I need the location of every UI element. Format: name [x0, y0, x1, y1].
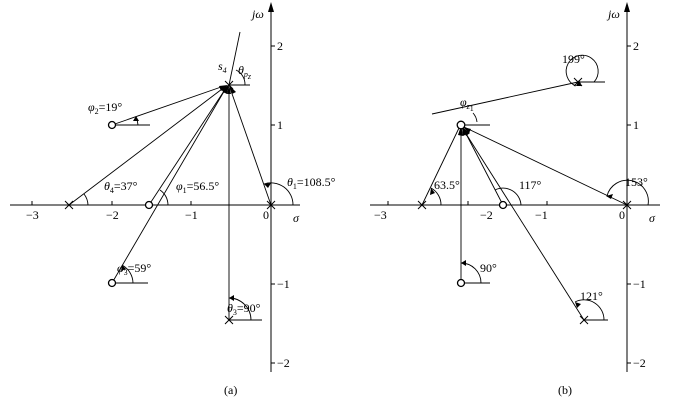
arrowhead [264, 183, 271, 188]
y-tick-label: 2 [633, 39, 639, 53]
x-tick-label: 0 [263, 208, 269, 222]
angle-arc-theta-pz [235, 69, 246, 86]
x-tick-label: −2 [480, 208, 493, 222]
pole-marker [622, 200, 632, 210]
arrowhead [133, 116, 139, 121]
arrowhead [229, 295, 234, 301]
angle-arc-phi3 [121, 264, 134, 284]
vector-zero-to-zero [462, 127, 504, 206]
zero-marker [456, 278, 466, 288]
arrowhead [227, 85, 231, 94]
angle-arc-121 [574, 299, 605, 321]
x-tick-label: −2 [106, 208, 119, 222]
theta1-label: θ1=108.5° [287, 175, 336, 191]
phi3-label: φ3=59° [117, 261, 151, 277]
zero-marker [498, 200, 508, 210]
angle-arc-117 [494, 187, 522, 206]
angle-arc-153 [606, 179, 649, 206]
zero-marker [144, 200, 154, 210]
angle-label-63: 63.5° [434, 178, 460, 192]
x-tick-label: −3 [26, 208, 39, 222]
panel-a: −3 −2 −1 0 2 1 −1 −2 jω σ [10, 2, 336, 397]
zero-marker [107, 120, 117, 130]
y-tick-label: 1 [277, 118, 283, 132]
angle-label-199: 199° [562, 52, 585, 66]
zero-marker [456, 120, 466, 130]
x-tick-label: −1 [185, 208, 198, 222]
theta3-label: θ3=90° [227, 301, 261, 317]
caption-b: (b) [558, 383, 572, 397]
y-tick-label: −2 [633, 356, 646, 370]
arrowhead [430, 188, 435, 195]
angle-label-90: 90° [480, 261, 497, 275]
y-tick-label: −1 [633, 277, 646, 291]
vector-pole-to-zero [462, 128, 585, 321]
arrowhead [459, 126, 463, 135]
x-tick-label: −1 [535, 208, 548, 222]
angle-arc-199 [565, 54, 599, 87]
pole-marker [224, 80, 234, 90]
angle-arc-theta4 [83, 193, 89, 206]
angle-label-117: 117° [519, 178, 542, 192]
x-tick-label: −3 [374, 208, 387, 222]
vector-pole1-to-s4 [229, 87, 272, 206]
pole-marker [224, 315, 234, 325]
angle-arc-phi1 [159, 189, 169, 206]
pole-marker [266, 200, 276, 210]
arrowhead [463, 127, 471, 133]
angle-arc-theta1 [263, 182, 294, 206]
departure-direction [228, 31, 241, 86]
angle-label-121: 121° [580, 289, 603, 303]
y-tick-label: −2 [277, 356, 290, 370]
angle-arc-phi-z [472, 112, 478, 123]
panel-b: −3 −2 −1 0 2 1 −1 −2 jω σ [370, 2, 660, 397]
vector-pole-to-zero [431, 81, 579, 115]
vector-pole-to-zero [421, 127, 460, 206]
zero-marker [107, 278, 117, 288]
y-tick-label: 1 [633, 118, 639, 132]
theta4-label: θ4=37° [104, 179, 138, 195]
vector-pole4-to-s4 [68, 85, 227, 206]
caption-a: (a) [224, 383, 237, 397]
vector-zero3-to-s4 [111, 87, 227, 284]
s4-label: s4 [218, 59, 227, 75]
angle-label-153: 153° [625, 175, 648, 189]
imag-axis-label: jω [606, 7, 620, 21]
vector-pole-to-zero [463, 126, 628, 206]
phi1-label: φ1=56.5° [176, 179, 219, 195]
imag-axis-arrow [624, 2, 630, 12]
pole-marker [579, 315, 589, 325]
imag-axis-label: jω [250, 7, 264, 21]
y-tick-label: 2 [277, 39, 283, 53]
phi2-label: φ2=19° [88, 100, 122, 116]
real-axis-label: σ [649, 211, 656, 225]
vector-zero2-to-s4 [111, 85, 225, 126]
arrowhead [606, 194, 613, 199]
angle-arc-90 [460, 262, 482, 284]
vector-zero1-to-s4 [148, 87, 227, 206]
x-tick-label: 0 [619, 208, 625, 222]
arrowhead [462, 127, 470, 136]
phi-z-label: φz1 [460, 95, 474, 113]
y-tick-label: −1 [277, 277, 290, 291]
pole-marker [417, 200, 427, 210]
imag-axis-arrow [268, 2, 274, 12]
theta-pz-label: θpz [238, 63, 252, 81]
real-axis-label: σ [293, 211, 300, 225]
arrowhead [121, 265, 126, 271]
pole-marker [573, 77, 583, 87]
pole-marker [64, 200, 74, 210]
angle-arc-63 [430, 187, 442, 206]
arrowhead [461, 260, 466, 266]
arrowhead [575, 302, 581, 308]
